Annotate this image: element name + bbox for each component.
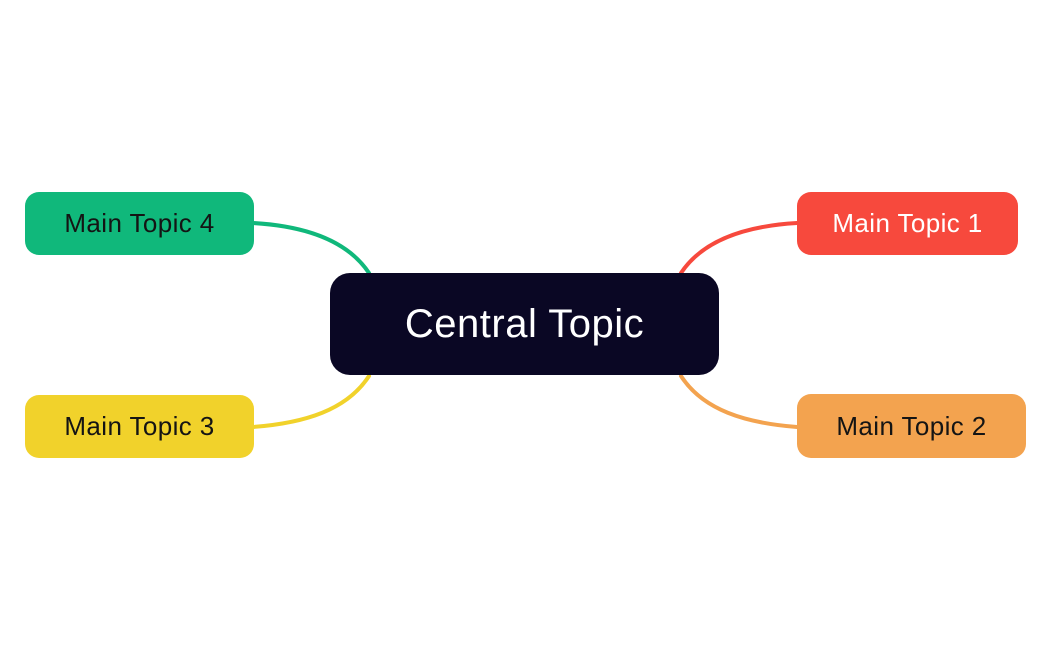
node-main-topic-2-label: Main Topic 2 <box>836 410 987 441</box>
connector-central-to-main-topic-3 <box>251 374 371 429</box>
connector-central-to-main-topic-1 <box>679 221 799 275</box>
node-main-topic-1-label: Main Topic 1 <box>832 208 983 238</box>
node-main-topic-4[interactable]: Main Topic 4 <box>25 192 254 255</box>
node-main-topic-4-label: Main Topic 4 <box>64 208 215 238</box>
connector-central-to-main-topic-4 <box>251 221 371 275</box>
node-main-topic-3[interactable]: Main Topic 3 <box>25 395 254 458</box>
node-main-topic-3-label: Main Topic 3 <box>64 411 215 441</box>
node-main-topic-2[interactable]: Main Topic 2 <box>797 394 1026 458</box>
connector-central-to-main-topic-2 <box>679 374 799 429</box>
node-main-topic-1[interactable]: Main Topic 1 <box>797 192 1018 255</box>
central-topic-node[interactable]: Central Topic <box>330 273 719 375</box>
central-topic-label: Central Topic <box>404 301 645 346</box>
